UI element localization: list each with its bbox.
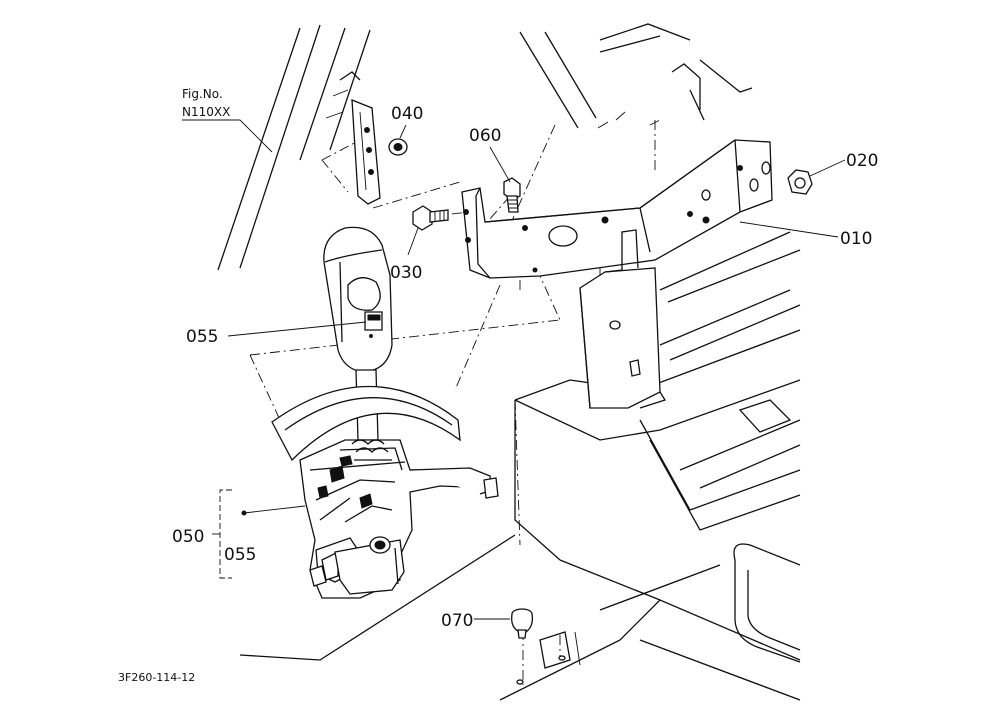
- part-label-055-knob: 055: [186, 327, 218, 347]
- drawing-code: 3F260-114-12: [118, 671, 195, 684]
- part-label-050: 050: [172, 527, 204, 547]
- part-060-bolt: [503, 177, 521, 213]
- part-label-060: 060: [469, 126, 501, 146]
- part-label-070: 070: [441, 611, 473, 631]
- leader-060: [489, 146, 511, 183]
- leader-050: [243, 505, 306, 514]
- part-050-shift-lever-assembly: [271, 369, 499, 599]
- part-030-bolt: [412, 205, 449, 231]
- part-label-030: 030: [390, 263, 422, 283]
- leader-010: [739, 221, 839, 238]
- part-label-040: 040: [391, 104, 423, 124]
- part-label-020: 020: [846, 151, 878, 171]
- leader-020: [809, 159, 846, 177]
- fig-no-label: Fig.No.: [182, 87, 223, 101]
- leader-055: [227, 321, 367, 337]
- part-055-shift-knob: [323, 226, 393, 373]
- leader-040: [399, 124, 407, 139]
- part-070-plug: [511, 608, 566, 685]
- part-label-010: 010: [840, 229, 872, 249]
- part-020-nut: [787, 169, 813, 195]
- part-label-055-assembly: 055: [224, 545, 256, 565]
- leader-fig-no: [182, 119, 273, 153]
- part-040-bracket: [351, 99, 408, 205]
- fig-no-value: N110XX: [182, 105, 230, 119]
- leader-lines: [182, 119, 846, 620]
- leader-030: [407, 227, 419, 256]
- part-010-bracket: [461, 139, 773, 409]
- background-frame: [217, 23, 801, 701]
- labels: Fig.No. N110XX 040 060 020 010 030 055 0…: [118, 87, 878, 684]
